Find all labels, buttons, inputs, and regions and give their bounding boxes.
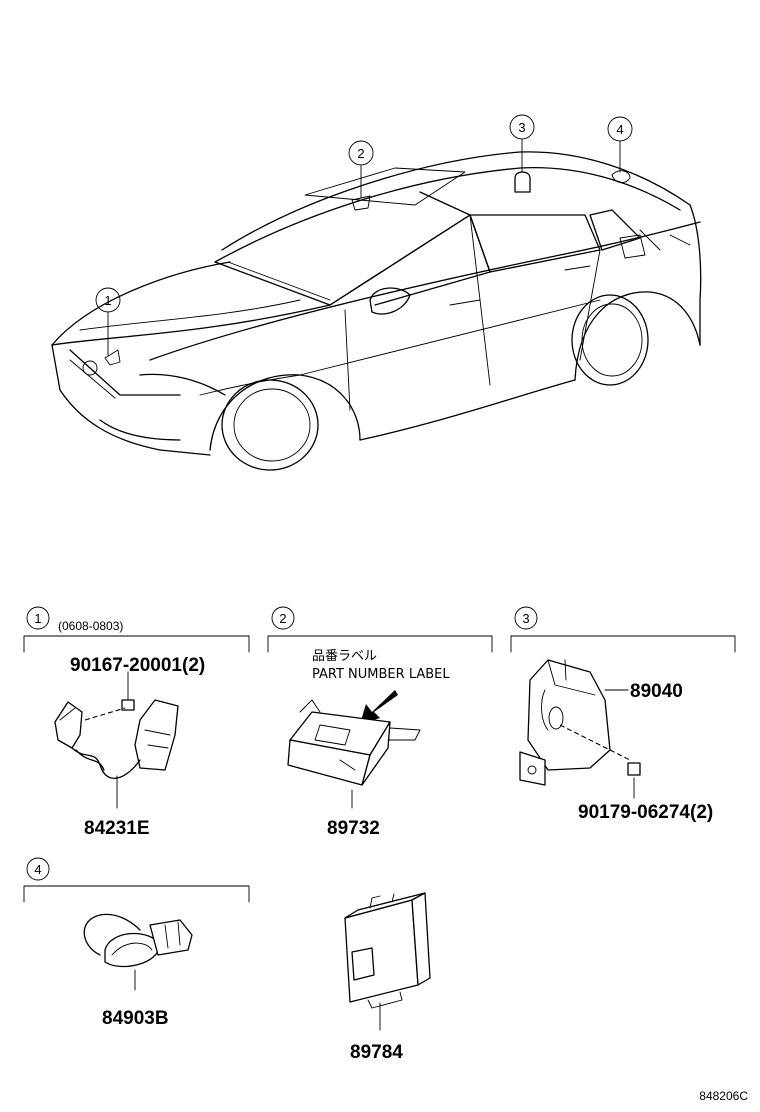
svg-text:1: 1 <box>34 611 41 626</box>
section-4: 4 84903B <box>23 857 250 1029</box>
svg-text:4: 4 <box>34 862 41 877</box>
svg-text:4: 4 <box>616 122 623 137</box>
label-arrow-icon <box>360 690 398 724</box>
part-number-label-jp: 品番ラベル <box>312 649 377 664</box>
part-89732: 89732 <box>327 818 380 839</box>
part-90167-20001: 90167-20001(2) <box>70 655 205 676</box>
part-84903B: 84903B <box>102 1008 169 1029</box>
section-1-note: (0608-0803) <box>58 619 123 633</box>
svg-text:2: 2 <box>279 611 286 626</box>
section-2: 2 品番ラベル PART NUMBER LABEL 89732 <box>267 606 493 839</box>
svg-text:3: 3 <box>518 120 525 135</box>
part-90179-06274: 90179-06274(2) <box>578 802 713 823</box>
part-84231E: 84231E <box>84 818 150 839</box>
car-illustration <box>51 151 702 471</box>
callout-2: 2 <box>348 140 374 166</box>
callout-3: 3 <box>509 114 535 140</box>
callout-1: 1 <box>95 287 121 313</box>
callout-4: 4 <box>607 116 633 142</box>
figure-code: 848206C <box>699 1089 748 1103</box>
section-1: 1 (0608-0803) 90167-20001(2) 84231E <box>23 606 250 839</box>
section-3: 3 89040 90179-06274(2) <box>510 606 736 823</box>
svg-text:2: 2 <box>357 146 364 161</box>
part-89040: 89040 <box>630 681 683 702</box>
part-89784: 89784 <box>350 1042 403 1063</box>
svg-text:1: 1 <box>104 293 111 308</box>
svg-text:3: 3 <box>522 611 529 626</box>
part-number-label-en: PART NUMBER LABEL <box>312 667 450 682</box>
part-89784-module: 89784 <box>344 892 431 1063</box>
